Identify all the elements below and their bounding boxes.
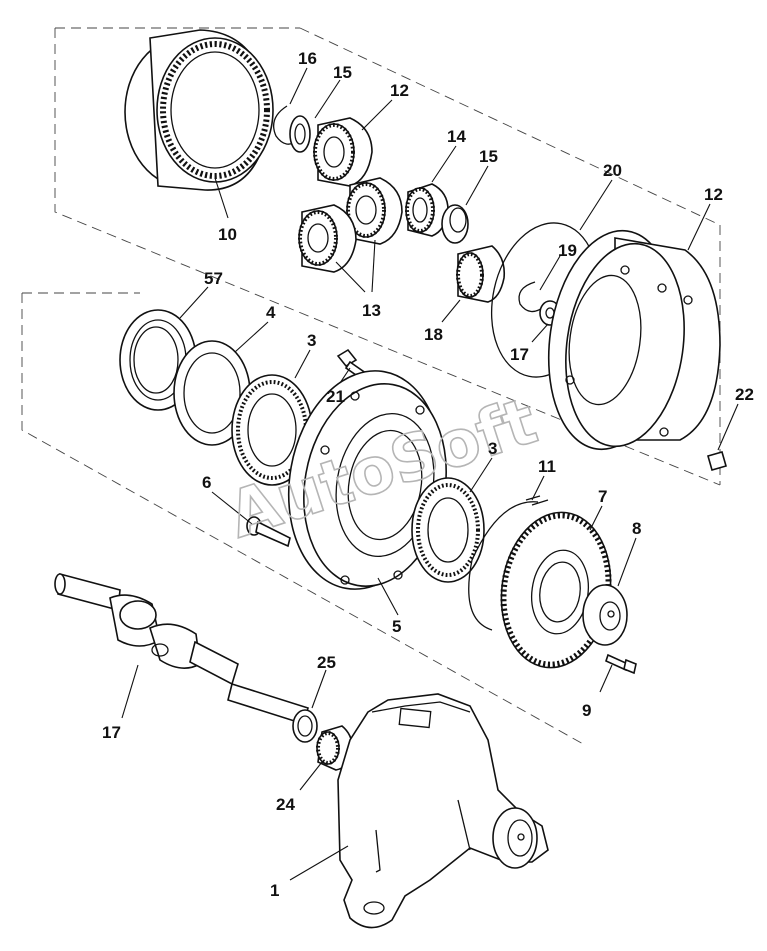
seal-ring-25-part [292,709,318,743]
part-label-7: 7 [598,487,607,506]
snap-ring-part [518,281,546,313]
part-label-9: 9 [582,701,591,720]
part-label-24: 24 [276,795,295,814]
taper-bearing-right [411,477,485,583]
wheel-hub-part [287,370,447,590]
planet-gear-middle [346,177,403,245]
bolt-6-part [246,516,291,548]
part-label-6: 6 [202,473,211,492]
part-label-20: 19 [558,241,577,260]
part-label-11: 11 [538,457,556,476]
planet-gear-lower [298,204,357,273]
part-label-18: 17 [102,723,121,742]
hub-cover-part [547,229,721,451]
part-label-3-right: 3 [488,439,497,458]
part-label-25: 25 [317,653,336,672]
part-label-14: 14 [447,127,466,146]
inner-seal-part [173,340,251,446]
part-label-15-upper: 15 [333,63,352,82]
part-label-15-lower: 15 [479,147,498,166]
part-label-17: 17 [510,345,529,364]
thrust-washer-part [289,115,311,153]
steering-knuckle-part [337,693,549,929]
part-label-5: 5 [392,617,401,636]
part-label-57: 57 [204,269,223,288]
sun-gear-part [456,245,506,303]
needle-bearing-part [405,183,449,237]
part-label-4: 4 [266,303,276,322]
part-label-13: 12 [704,185,723,204]
flange-part [582,584,628,646]
part-label-8: 8 [632,519,641,538]
part-label-21: 21 [326,387,345,406]
part-labels: 10 16 15 12 14 15 20 12 19 57 4 13 3 17 … [102,49,754,900]
bolt-9-part [605,653,637,675]
part-label-22: 20 [603,161,622,180]
part-label-19: 18 [424,325,443,344]
part-label-1: 1 [270,881,279,900]
drive-shaft-part [54,572,309,726]
part-label-12-upper: 12 [390,81,409,100]
drain-plug-part [707,451,727,471]
ring-gear-part [124,29,274,191]
part-label-23: 22 [735,385,754,404]
part-label-10: 10 [218,225,237,244]
part-label-16: 16 [298,49,317,68]
leader-lines [121,67,739,881]
part-label-3-left: 3 [307,331,316,350]
part-label-12-lower: 13 [362,301,381,320]
washer-part [441,204,469,244]
